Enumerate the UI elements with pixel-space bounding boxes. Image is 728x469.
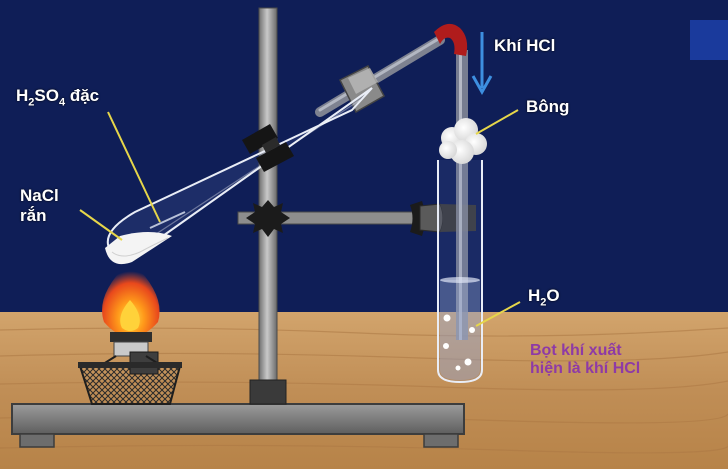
cotton-label: Bông — [526, 97, 570, 116]
bubble — [469, 327, 475, 333]
gas-label: Khí HCl — [494, 36, 556, 55]
nacl-label-line1: NaCl — [20, 186, 59, 205]
nacl-label-line2: rắn — [20, 205, 47, 225]
observation-note-line2: hiện là khí HCl — [530, 360, 641, 378]
flame — [102, 264, 160, 337]
bubble — [443, 343, 449, 349]
collecting-tube — [437, 160, 483, 384]
observation-note: Bọt khí xuất hiện là khí HCl — [530, 342, 640, 379]
stand-base — [11, 403, 465, 448]
bubble — [464, 358, 472, 366]
tube-bend — [434, 23, 468, 56]
leader-lines — [79, 109, 521, 327]
water-label: H2O — [528, 286, 560, 309]
gas-flow-arrow-icon — [471, 32, 493, 96]
bubble — [443, 314, 451, 322]
corner-square — [690, 20, 728, 60]
acid-label: H2SO4 đặc — [16, 86, 100, 109]
observation-note-line1: Bọt khí xuất — [530, 342, 622, 359]
cotton-plug — [439, 118, 487, 164]
clamp-knob — [246, 200, 290, 237]
tube-clamp — [242, 124, 294, 172]
stand-rod — [249, 7, 287, 405]
stopper — [338, 65, 386, 114]
bubble — [455, 365, 461, 371]
acid-surface — [149, 211, 186, 229]
alcohol-burner — [78, 264, 182, 405]
nacl-label: NaCl rắn — [20, 186, 59, 225]
water — [440, 280, 480, 380]
